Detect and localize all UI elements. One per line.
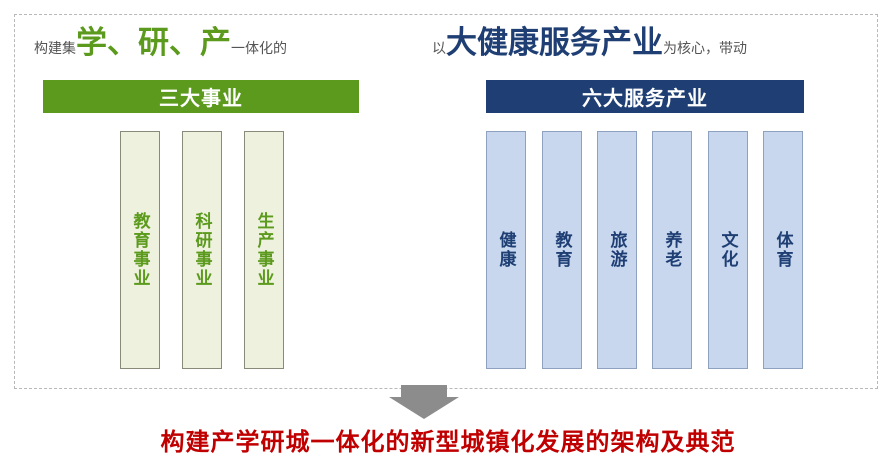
left-headline: 构建集学、研、产一体化的 [34, 28, 287, 59]
right-column-elderly-care: 养老 [652, 131, 692, 369]
right-column-culture: 文化 [708, 131, 748, 369]
right-column-tourism: 旅游 [597, 131, 637, 369]
right-column-label: 教育 [551, 231, 572, 269]
right-column-label: 健康 [495, 231, 516, 269]
down-arrow-icon [389, 385, 459, 419]
right-column-sports: 体育 [763, 131, 803, 369]
right-column-health: 健康 [486, 131, 526, 369]
left-column-production: 生产事业 [244, 131, 284, 369]
right-banner: 六大服务产业 [486, 80, 804, 113]
left-headline-prefix: 构建集 [34, 41, 76, 57]
footer-conclusion: 构建产学研城一体化的新型城镇化发展的架构及典范 [160, 428, 736, 456]
left-banner: 三大事业 [43, 80, 359, 113]
right-column-education: 教育 [542, 131, 582, 369]
right-column-label: 旅游 [606, 231, 627, 269]
left-column-label: 教育事业 [129, 212, 150, 288]
left-headline-word-xue: 学 [76, 25, 107, 61]
right-column-label: 体育 [772, 231, 793, 269]
right-column-label: 文化 [717, 231, 738, 269]
right-headline-highlight: 大健康服务产业 [446, 25, 663, 61]
left-headline-sep-2: 、 [169, 25, 200, 61]
left-column-education: 教育事业 [120, 131, 160, 369]
left-column-label: 科研事业 [191, 212, 212, 288]
left-headline-suffix: 一体化的 [231, 41, 287, 57]
right-column-label: 养老 [661, 231, 682, 269]
left-headline-word-yan: 研 [138, 25, 169, 61]
right-headline-prefix: 以 [432, 41, 446, 57]
left-headline-word-chan: 产 [200, 25, 231, 61]
left-column-label: 生产事业 [253, 212, 274, 288]
right-headline-suffix: 为核心，带动 [663, 41, 747, 57]
left-headline-sep-1: 、 [107, 25, 138, 61]
left-column-research: 科研事业 [182, 131, 222, 369]
right-headline: 以大健康服务产业为核心，带动 [432, 28, 747, 59]
